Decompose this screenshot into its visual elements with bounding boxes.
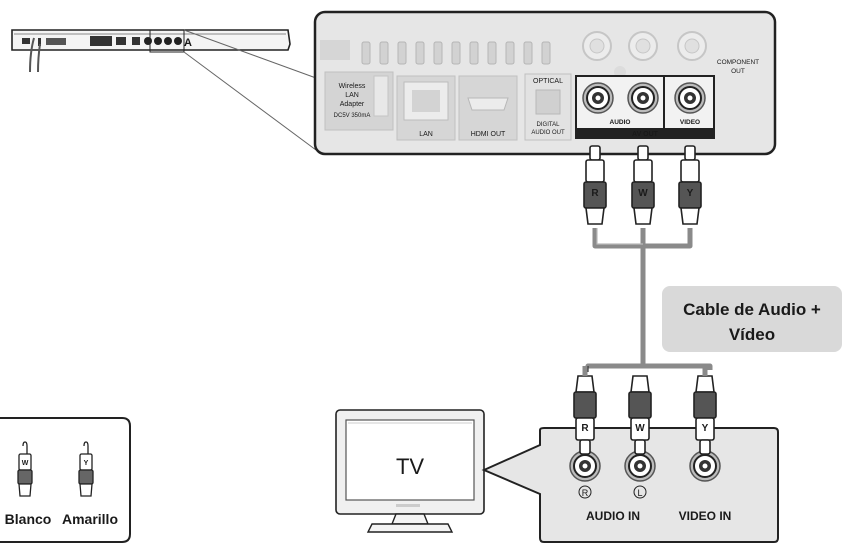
wireless-label-3: Adapter bbox=[340, 101, 365, 108]
cable-callout-line-2: Vídeo bbox=[729, 325, 775, 344]
av-out-video-jack bbox=[674, 82, 706, 114]
hdmi-label: HDMI OUT bbox=[471, 131, 506, 138]
av-out-audio-l-jack bbox=[627, 82, 659, 114]
cable-plug-top-red: R bbox=[583, 145, 607, 225]
legend-letter-y: Y bbox=[84, 460, 89, 467]
legend-letter-w: W bbox=[22, 460, 29, 467]
cable-plug-bottom-yellow: Y bbox=[693, 375, 717, 455]
zoom-line-top bbox=[183, 29, 317, 79]
color-legend: W Y Blanco Amarillo bbox=[0, 417, 131, 543]
legend-label-yellow: Amarillo bbox=[62, 511, 118, 527]
plug-letter-w-bottom: W bbox=[635, 423, 645, 434]
tv-audio-in-l-jack bbox=[624, 450, 656, 482]
wireless-label-2: LAN bbox=[345, 92, 359, 99]
jack-mark-r: R bbox=[582, 488, 589, 498]
vent-slots bbox=[361, 41, 551, 65]
svg-text:A: A bbox=[184, 37, 192, 49]
tv-screen-text: TV bbox=[396, 454, 424, 479]
lan-label: LAN bbox=[419, 131, 433, 138]
tv-input-panel: R L AUDIO IN VIDEO IN bbox=[481, 427, 779, 543]
audio-in-label: AUDIO IN bbox=[586, 509, 640, 523]
av-out-label: AV OUT bbox=[632, 131, 659, 138]
tv-audio-in-r-jack bbox=[569, 450, 601, 482]
component-label-1: COMPONENT bbox=[717, 59, 759, 66]
player-unit: A bbox=[11, 29, 291, 73]
optical-label: OPTICAL bbox=[533, 78, 563, 85]
component-label-2: OUT bbox=[731, 68, 745, 75]
digital-audio-label-2: AUDIO OUT bbox=[531, 130, 565, 136]
tv-set: TV bbox=[335, 409, 485, 533]
plug-letter-y-bottom: Y bbox=[702, 423, 709, 434]
tv-video-in-jack bbox=[689, 450, 721, 482]
digital-audio-label-1: DIGITAL bbox=[537, 122, 561, 128]
cable-callout: Cable de Audio + Vídeo bbox=[662, 286, 842, 352]
audio-label: AUDIO bbox=[610, 119, 631, 126]
zoom-line-bottom bbox=[183, 51, 317, 151]
plug-letter-r-bottom: R bbox=[581, 423, 589, 434]
legend-plug-white: W bbox=[17, 441, 33, 497]
video-in-label: VIDEO IN bbox=[679, 509, 732, 523]
jack-mark-l: L bbox=[637, 488, 642, 498]
cable-callout-line-1: Cable de Audio + bbox=[683, 300, 821, 319]
cable-plug-bottom-red: R bbox=[573, 375, 597, 455]
plug-letter-r-top: R bbox=[591, 188, 599, 199]
plug-letter-y-top: Y bbox=[687, 188, 694, 199]
legend-label-white: Blanco bbox=[5, 511, 52, 527]
cable-plug-top-white: W bbox=[631, 145, 655, 225]
wireless-label-1: Wireless bbox=[339, 83, 366, 90]
plug-letter-w-top: W bbox=[638, 188, 648, 199]
cable-plug-top-yellow: Y bbox=[678, 145, 702, 225]
av-out-audio-r-jack bbox=[582, 82, 614, 114]
video-label: VIDEO bbox=[680, 119, 700, 126]
component-out-jacks bbox=[582, 31, 707, 78]
cable-plug-bottom-white: W bbox=[628, 375, 652, 455]
wireless-label-4: DC5V 350mA bbox=[334, 113, 371, 119]
player-rear-panel: Wireless LAN Adapter DC5V 350mA LAN HDMI… bbox=[313, 10, 777, 156]
legend-plug-yellow: Y bbox=[78, 441, 94, 497]
